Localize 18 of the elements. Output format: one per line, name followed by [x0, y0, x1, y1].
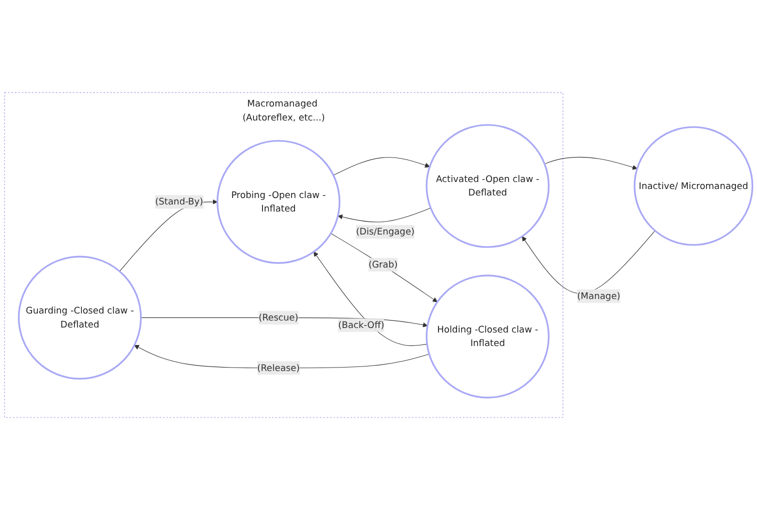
edge-label: (Grab) — [368, 258, 398, 270]
edge-label: (Release) — [257, 362, 300, 374]
node-circle: Guarding -Closed claw -Deflated — [18, 256, 142, 380]
node-circle: Inactive/ Micromanaged — [634, 126, 754, 246]
arrow — [338, 208, 431, 222]
arrow — [522, 230, 656, 294]
arrow — [544, 156, 638, 170]
node-circle: Holding -Closed claw -Inflated — [426, 274, 550, 398]
edge-label: (Rescue) — [258, 312, 298, 323]
edge-label: (Back-Off) — [338, 319, 384, 330]
arrow — [330, 233, 438, 302]
node-circle: Probing -Open claw -Inflated — [216, 140, 340, 264]
arrow — [333, 157, 430, 176]
edge-label: (Dis/Engage) — [356, 226, 415, 237]
node-circle: Activated -Open claw -Deflated — [426, 124, 550, 248]
edge-label: (Manage) — [577, 290, 620, 302]
edge-label: (Stand-By) — [155, 196, 204, 207]
arrow — [314, 252, 428, 346]
